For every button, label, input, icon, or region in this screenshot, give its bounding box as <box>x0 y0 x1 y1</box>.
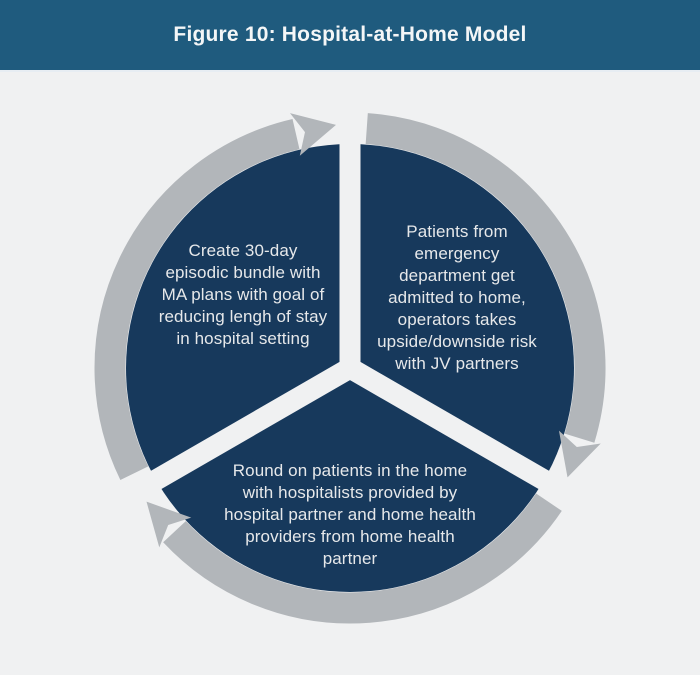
clockwise-arrow-lower-right-icon <box>365 113 606 478</box>
sector-text-upper-left: Create 30-day episodic bundle with MA pl… <box>158 241 328 348</box>
figure-title: Figure 10: Hospital-at-Home Model <box>173 23 527 46</box>
divider-lower-right <box>344 358 591 514</box>
sector-text-upper-right: Patients from emergency department get a… <box>377 222 537 373</box>
clockwise-arrow-top-icon <box>94 113 336 480</box>
clockwise-arrow-lower-left-icon <box>146 493 562 624</box>
sector-dividers <box>109 96 591 514</box>
divider-lower-left <box>109 358 356 514</box>
sector-text-bottom: Round on patients in the home with hospi… <box>224 461 476 568</box>
cycle-arrow-ring <box>94 113 606 624</box>
figure-header: Figure 10: Hospital-at-Home Model <box>0 0 700 72</box>
